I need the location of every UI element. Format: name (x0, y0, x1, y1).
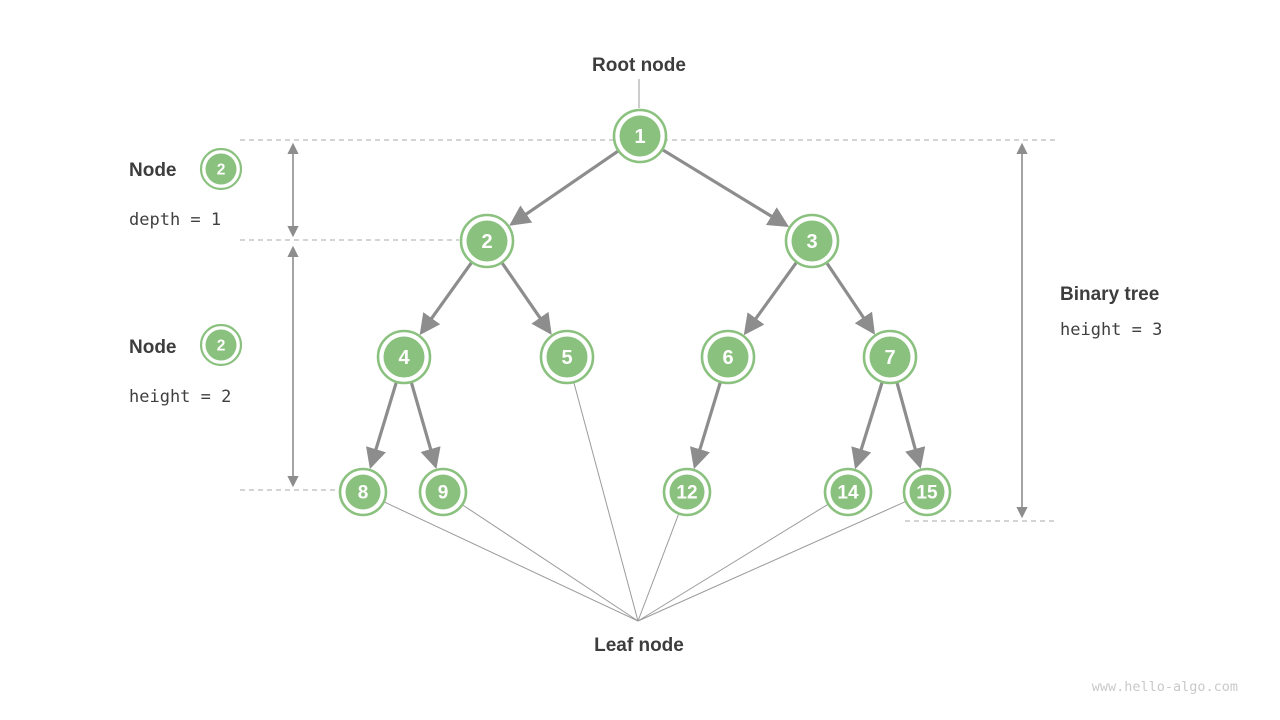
leaf-pointer-line (637, 514, 679, 622)
node-value: 9 (438, 483, 449, 504)
leaf-pointer-line (637, 501, 906, 622)
leaf-pointer-line (637, 504, 828, 622)
node-value: 7 (884, 347, 895, 369)
node-height-caption: Node (129, 337, 177, 358)
tree-node: 8 (338, 467, 388, 517)
node-value: 15 (916, 483, 938, 504)
node-value: 6 (722, 347, 733, 369)
node-value: 5 (561, 347, 572, 369)
badge-core (205, 153, 237, 185)
tree-node: 15 (902, 467, 952, 517)
leaf-pointer-line (462, 504, 639, 622)
node-core (425, 474, 461, 510)
tree-edge (662, 148, 790, 227)
root-node-label: Root node (592, 55, 686, 76)
tree-edge (501, 262, 552, 335)
node-core (869, 336, 911, 378)
node-depth-caption: Node (129, 160, 177, 181)
badge-core (205, 329, 237, 361)
node-height-value-label: height = 2 (129, 387, 231, 407)
text-labels: Root node Leaf node Node depth = 1 Node … (129, 55, 1238, 695)
tree-edge (419, 262, 473, 336)
tree-node: 7 (862, 329, 918, 385)
tree-node: 1 (612, 108, 668, 164)
tree-edge (851, 382, 884, 470)
leaf-pointer-line (573, 382, 639, 622)
badge-value: 2 (217, 162, 226, 179)
tree-edge (895, 382, 926, 469)
node-value: 8 (358, 483, 369, 504)
node-core (619, 115, 661, 157)
node-value: 1 (634, 126, 645, 148)
node-core (791, 220, 833, 262)
node-core (707, 336, 749, 378)
node-value: 12 (676, 483, 697, 504)
tree-node: 5 (539, 329, 595, 385)
node-value: 14 (837, 483, 859, 504)
tree-node: 9 (418, 467, 468, 517)
node-core (830, 474, 866, 510)
tree-node: 4 (376, 329, 432, 385)
legend-node-badge: 2 (199, 147, 243, 191)
tree-edge (825, 262, 876, 335)
tree-height-value-label: height = 3 (1060, 320, 1162, 340)
node-value: 2 (481, 231, 492, 253)
node-core (466, 220, 508, 262)
node-core (383, 336, 425, 378)
tree-node: 3 (784, 213, 840, 269)
badge-value: 2 (217, 338, 226, 355)
measure-arrows (287, 142, 1028, 519)
node-core (345, 474, 381, 510)
leaf-pointer-line (384, 501, 639, 622)
tree-node: 2 (459, 213, 515, 269)
node-core (909, 474, 945, 510)
tree-edge (409, 382, 441, 470)
tree-node: 6 (700, 329, 756, 385)
legend-badges: 22 (199, 147, 243, 367)
node-core (669, 474, 705, 510)
depth-value-label: depth = 1 (129, 210, 221, 230)
tree-edge (366, 382, 398, 470)
legend-node-badge: 2 (199, 323, 243, 367)
node-value: 4 (398, 347, 410, 369)
tree-edges (366, 148, 926, 470)
tree-edge (509, 149, 619, 226)
tree-node: 12 (662, 467, 712, 517)
binary-tree-caption: Binary tree (1060, 284, 1159, 305)
tree-edge (690, 382, 722, 470)
node-core (546, 336, 588, 378)
tree-edge (743, 261, 798, 336)
tree-node: 14 (823, 467, 873, 517)
leaf-pointer-lines (384, 382, 906, 622)
watermark: www.hello-algo.com (1092, 679, 1238, 695)
node-value: 3 (806, 231, 817, 253)
leaf-node-label: Leaf node (594, 635, 684, 656)
